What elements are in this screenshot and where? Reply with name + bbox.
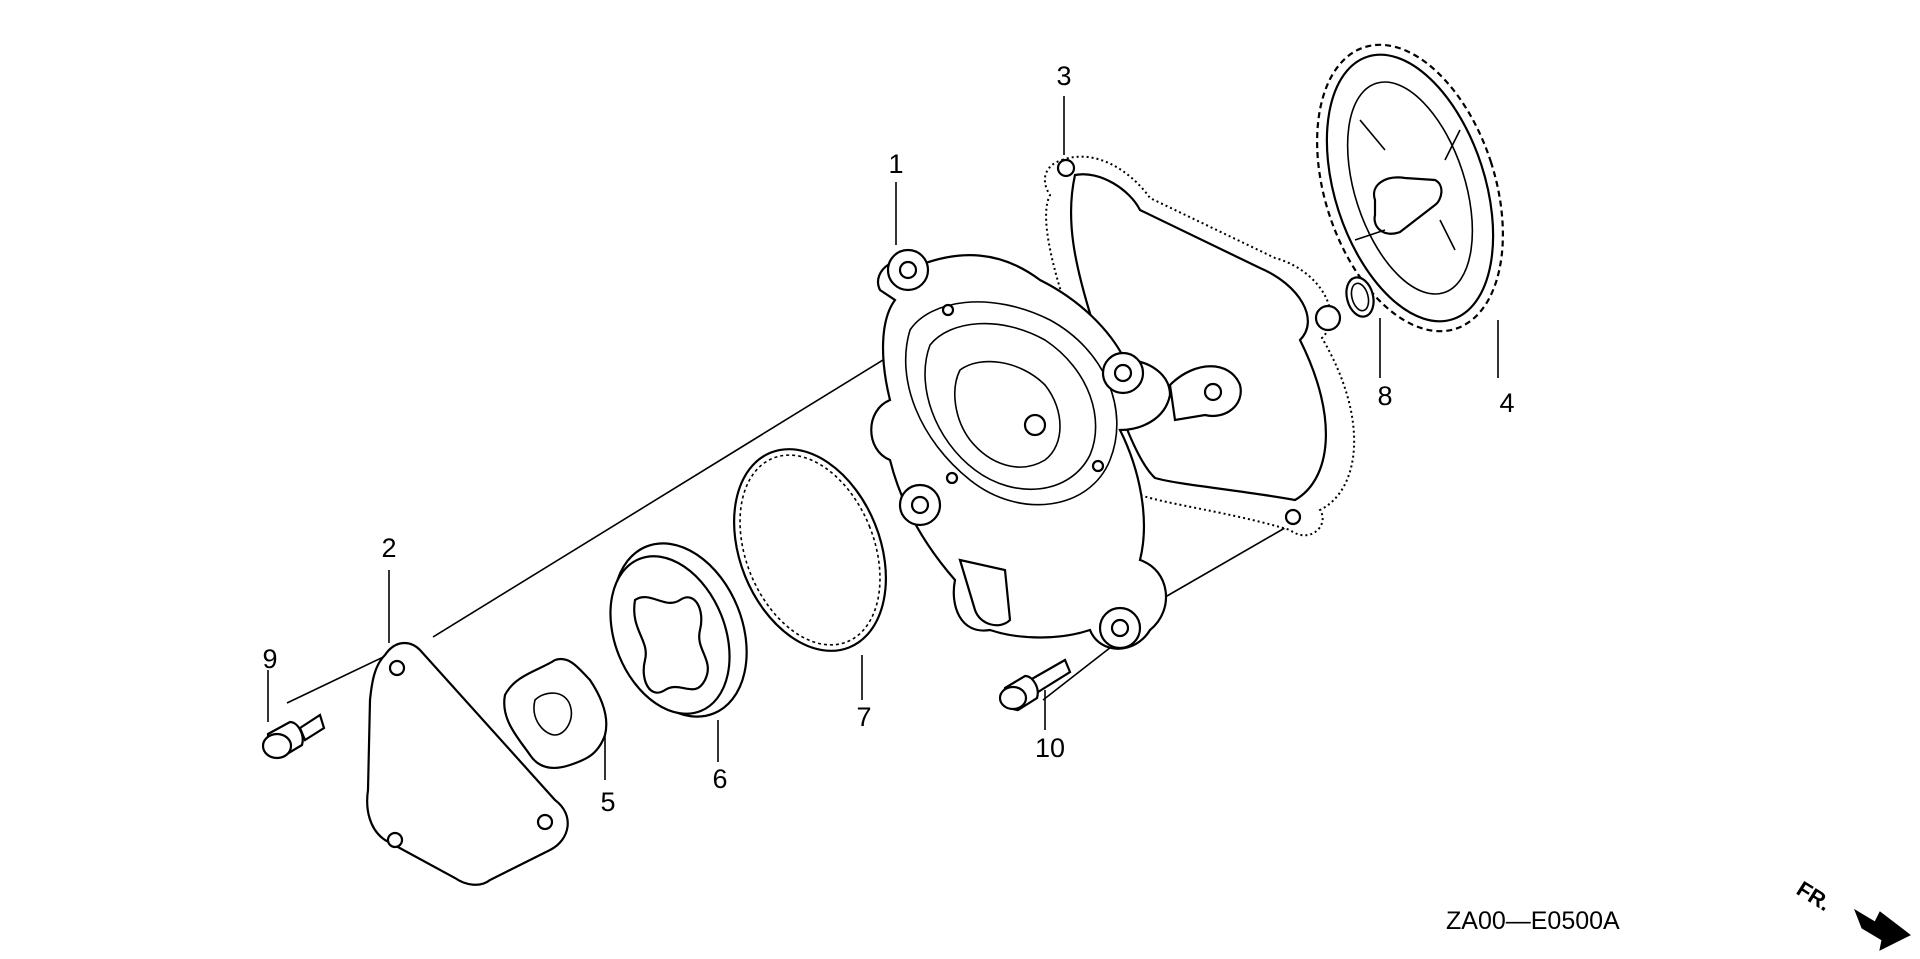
bolt-part-10 [998,658,1072,712]
callout-6: 6 [712,764,727,794]
inner-rotor-part-5 [503,657,608,770]
callout-9: 9 [262,644,277,674]
assembly-lines [286,319,1291,704]
pump-housing-part-1 [870,248,1242,650]
callout-4: 4 [1499,388,1514,418]
callout-3: 3 [1056,61,1071,91]
cover-plate-part-2 [366,642,569,886]
direction-label: FR. [1792,876,1835,916]
outer-rotor-part-6 [609,542,748,718]
callout-5: 5 [600,787,615,817]
callout-8: 8 [1377,381,1392,411]
callout-7: 7 [856,702,871,732]
diagram-code: ZA00—E0500A [1446,907,1620,935]
callout-1: 1 [888,149,903,179]
washer-part-8 [1345,276,1375,318]
callout-leaders [267,96,1499,780]
gear-part-4 [1316,43,1504,333]
direction-arrow-icon [1854,908,1911,951]
front-direction-indicator: FR. [1792,876,1911,951]
o-ring-part-7 [733,448,887,652]
bolt-part-9 [261,713,326,760]
callout-2: 2 [381,533,396,563]
callout-10: 10 [1035,733,1065,763]
